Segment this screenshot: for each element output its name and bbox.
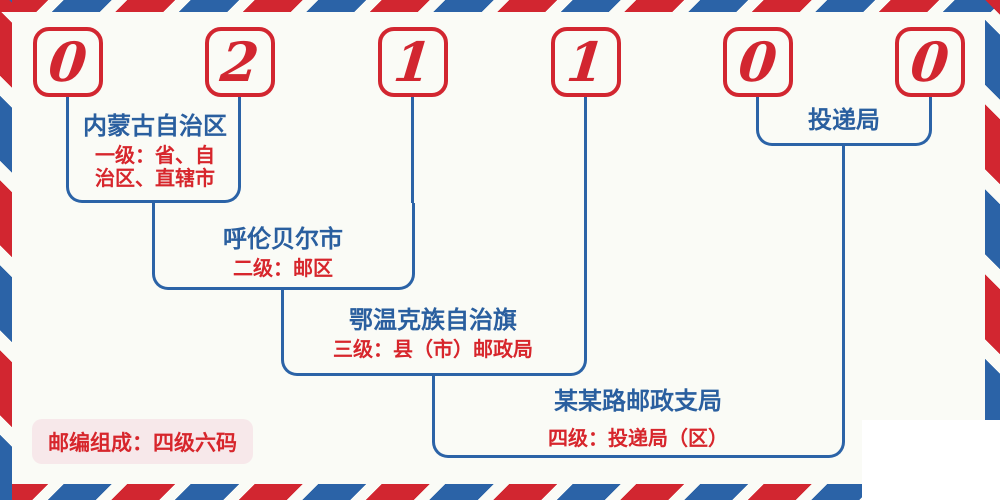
level1-name: 内蒙古自治区 [83, 113, 227, 140]
background-corner-patch [862, 420, 1000, 500]
airmail-stripe-top [0, 0, 1000, 12]
airmail-stripe-left [0, 0, 12, 500]
connector-line-delivery-stem [842, 146, 845, 376]
postal-digit-2: 2 [217, 30, 263, 94]
level4-label: 某某路邮政支局 四级：投递局（区） [548, 388, 728, 451]
bracket-last-two-digits [756, 97, 932, 146]
postal-composition-badge: 邮编组成：四级六码 [32, 419, 253, 464]
delivery-office-name: 投递局 [808, 107, 880, 134]
postal-digit-3: 1 [390, 30, 436, 94]
bracket-level3-county [281, 290, 587, 376]
level2-desc: 二级：邮区 [233, 258, 333, 280]
connector-line-digit3 [411, 97, 414, 203]
postal-digit-box-3: 1 [378, 27, 448, 97]
level3-desc: 三级：县（市）邮政局 [333, 339, 533, 361]
postal-digit-1: 0 [45, 30, 91, 94]
connector-line-digit4 [584, 97, 587, 290]
level1-desc-line1: 一级：省、自 [95, 145, 215, 167]
airmail-stripe-right [985, 0, 1000, 424]
airmail-stripe-bottom [0, 484, 866, 500]
level4-name: 某某路邮政支局 [554, 388, 722, 415]
level3-label: 鄂温克族自治旗 三级：县（市）邮政局 [333, 307, 533, 362]
bracket-level1-province [66, 97, 241, 203]
postal-digit-box-4: 1 [551, 27, 621, 97]
level4-desc: 四级：投递局（区） [548, 428, 728, 450]
level2-name: 呼伦贝尔市 [223, 226, 343, 253]
postal-digit-6: 0 [907, 30, 953, 94]
level3-name: 鄂温克族自治旗 [349, 307, 517, 334]
postal-digit-5: 0 [735, 30, 781, 94]
postal-digit-4: 1 [563, 30, 609, 94]
delivery-office-label: 投递局 [808, 107, 880, 135]
postal-digit-box-5: 0 [723, 27, 793, 97]
level1-label: 内蒙古自治区 一级：省、自 治区、直辖市 [83, 113, 227, 191]
postal-digit-box-6: 0 [895, 27, 965, 97]
postal-digit-box-2: 2 [205, 27, 275, 97]
level2-label: 呼伦贝尔市 二级：邮区 [223, 226, 343, 281]
bracket-level2-zone [152, 203, 415, 290]
bracket-level4-delivery [432, 376, 845, 458]
level1-desc-line2: 治区、直辖市 [95, 168, 215, 190]
postal-digit-box-1: 0 [33, 27, 103, 97]
postal-composition-text: 邮编组成：四级六码 [48, 431, 237, 455]
